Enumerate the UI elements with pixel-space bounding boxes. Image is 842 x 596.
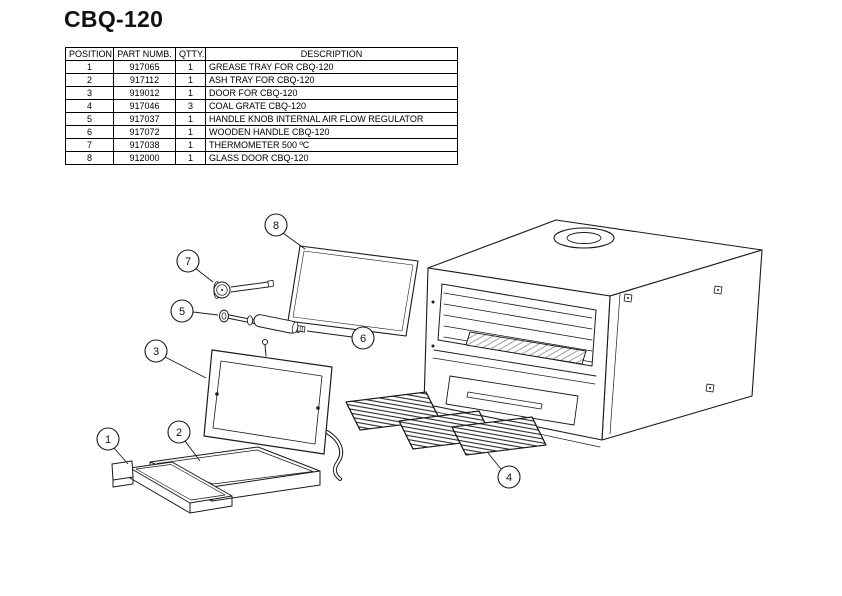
screw-detail [713,285,723,295]
callout-label: 6 [360,333,366,345]
page-title: CBQ-120 [64,6,164,32]
oven-shelf-line [443,292,593,319]
callout-label: 4 [506,472,512,484]
door-bolt-shaft [264,344,267,357]
grease-tray-part [111,460,233,514]
oven-side-seam-line [609,293,621,435]
screw-detail [623,293,633,303]
oven-inner-grate-hatch [465,331,587,365]
callout-6: 6 [306,326,375,350]
oven-opening-frame [437,283,597,367]
callout-3: 3 [144,339,207,379]
hinge-dot [431,344,435,348]
callout-2: 2 [167,420,201,462]
door-screw-dot [215,392,219,396]
oven-shelf-line [443,303,593,330]
callouts: 1 2 3 4 5 [96,213,521,489]
cell-description: GLASS DOOR CBQ-120 [205,151,458,165]
callout-4: 4 [487,452,521,489]
oven-shelf-line [443,314,593,341]
glass-door-part [287,245,419,337]
callout-label: 3 [153,346,159,358]
door-screw-dot [316,406,320,410]
oven-front-face [423,267,611,441]
door-bracket-inner [326,431,343,480]
callout-label: 5 [179,306,185,318]
thermometer-probe-tip [267,280,274,288]
grease-tray-lip [111,460,134,481]
handle-threaded-tip [297,325,306,333]
callout-label: 8 [273,220,279,232]
callout-label: 1 [105,434,111,446]
cell-part-number: 912000 [113,151,176,165]
parts-table: POSITION PART NUMB. QTTY. DESCRIPTION 1 … [65,47,458,165]
screw-detail [705,383,715,393]
door-panel [203,349,333,455]
coal-grates-part [345,391,547,456]
hinge-dot [431,300,435,304]
callout-7: 7 [176,249,214,283]
oven-divider-line [432,357,596,385]
chimney-outer-ring [553,227,615,249]
coal-grate-hatch [451,416,547,456]
table-row: 8 912000 1 GLASS DOOR CBQ-120 [65,151,458,165]
door-part [203,338,344,481]
door-inner-frame [212,360,323,445]
door-bolt-head [261,338,269,346]
oven-drawer-front [445,375,579,426]
oven-body [423,219,763,448]
callout-1: 1 [96,427,129,465]
table-row: 2 917112 1 ASH TRAY FOR CBQ-120 [65,73,458,87]
callout-8: 8 [264,213,306,250]
oven-shelf-line [443,325,593,352]
wooden-handle-part [253,314,306,334]
oven-divider-line [433,349,597,377]
callout-label: 7 [185,256,191,268]
regulator-washer [246,315,253,326]
callout-5: 5 [170,299,219,323]
table-row: 7 917038 1 THERMOMETER 500 ºC [65,138,458,152]
callout-label: 2 [176,427,182,439]
regulator-knob [219,309,229,323]
oven-drawer-handle-slot [466,391,543,410]
door-bracket [325,430,344,481]
chimney-inner-ring [566,232,602,244]
table-row: 6 917072 1 WOODEN HANDLE CBQ-120 [65,125,458,139]
thermometer-part [213,280,274,299]
